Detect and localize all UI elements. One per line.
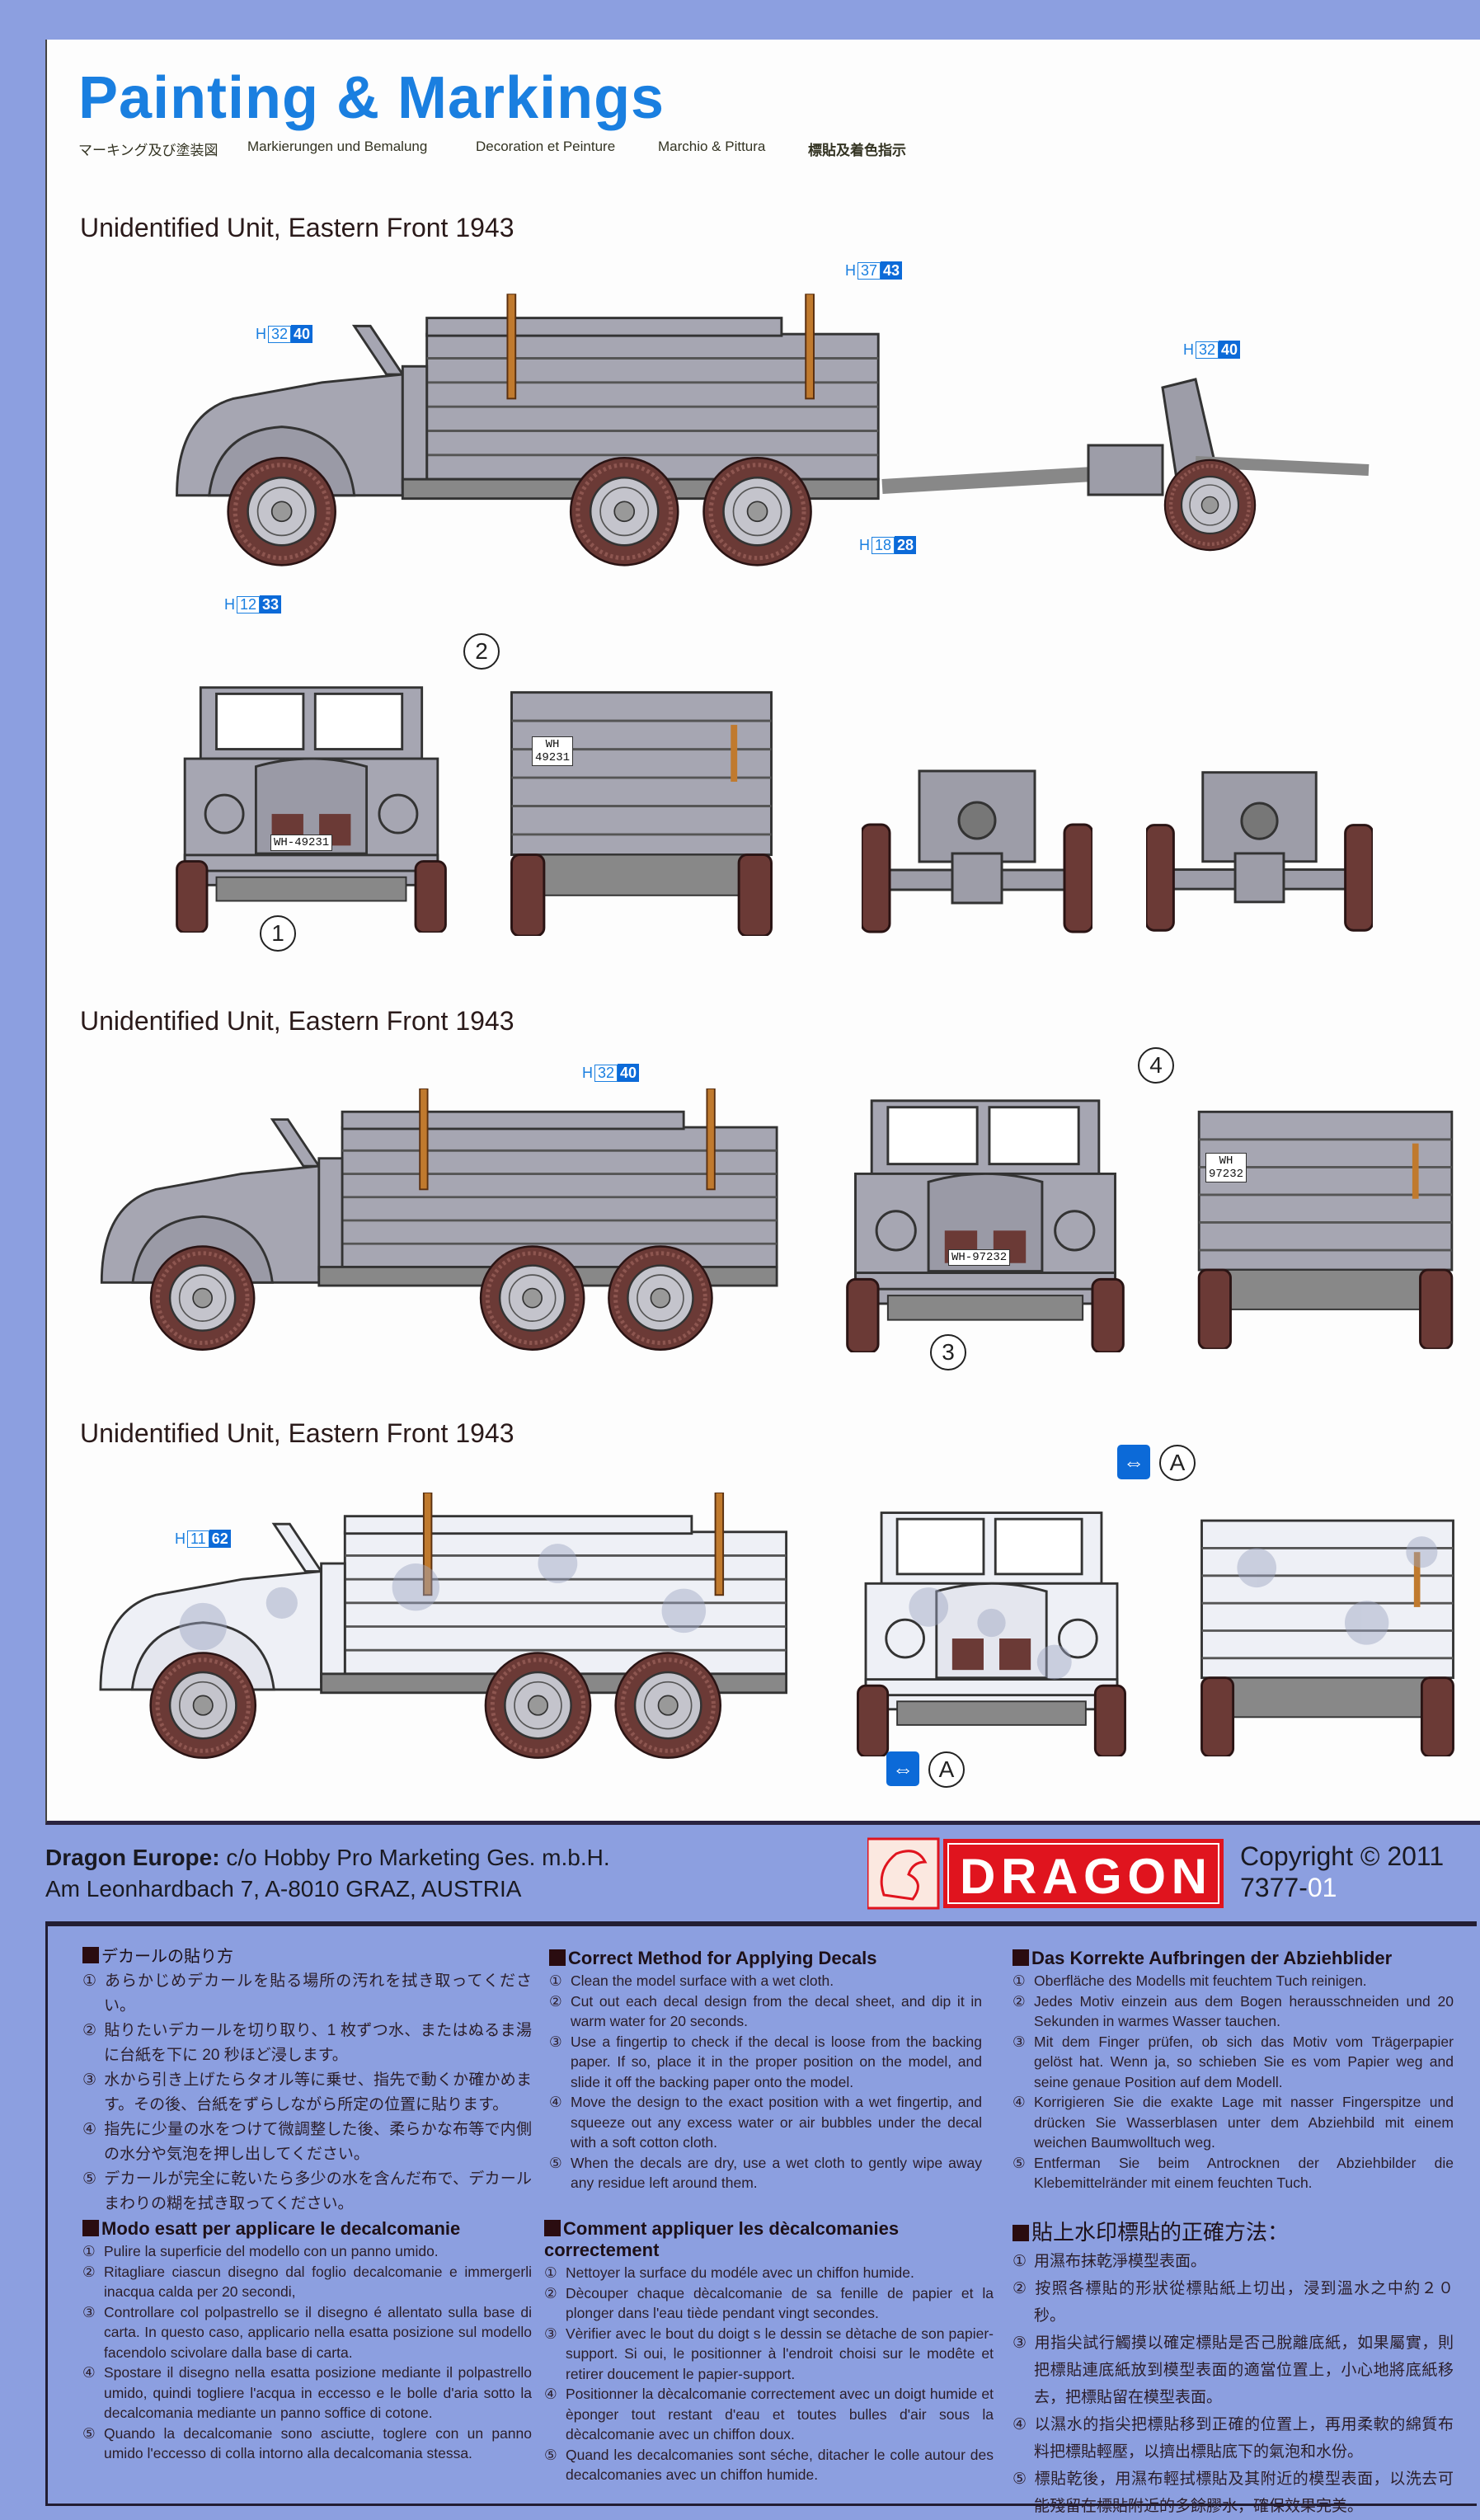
decal-flip-icon: ⇔ <box>886 1751 919 1786</box>
truck-rear-view-1 <box>493 676 790 936</box>
truck-rear-view-2 <box>1183 1093 1468 1352</box>
section-title-2: Unidentified Unit, Eastern Front 1943 <box>80 1006 514 1036</box>
decal-flip-icon: ⇔ <box>1117 1445 1150 1479</box>
truck-rear-view-winter <box>1183 1505 1472 1756</box>
dragon-logo: DRAGON <box>867 1837 1224 1910</box>
license-plate-front-2: WH-97232 <box>948 1249 1011 1266</box>
decal-instructions-box <box>45 1921 1477 2506</box>
copyright: Copyright © 2011 7377-01 <box>1240 1841 1445 1902</box>
subtitle-japanese: マーキング及び塗装図 <box>78 143 218 158</box>
section-title-3: Unidentified Unit, Eastern Front 1943 <box>80 1418 514 1448</box>
decal-marker-1: 1 <box>260 915 296 952</box>
license-plate-front-1: WH-49231 <box>270 835 333 851</box>
subtitle-italian: Marchio & Pittura <box>658 139 766 154</box>
truck-front-view-1 <box>169 676 453 936</box>
distributor-address: Dragon Europe: c/o Hobby Pro Marketing G… <box>45 1845 610 1902</box>
truck-side-view-winter <box>73 1493 806 1761</box>
truck-side-view-2 <box>73 1088 798 1352</box>
subtitle-chinese: 標貼及着色指示 <box>808 143 906 158</box>
subtitle-german: Markierungen und Bemalung <box>247 139 428 154</box>
subtitle-french: Decoration et Peinture <box>476 139 616 154</box>
page-title: Painting & Markings <box>78 65 665 131</box>
gun-side-view <box>881 378 1370 561</box>
gun-rear-view <box>1146 763 1373 936</box>
instructions-french: Comment appliquer les dècalcomanies corr… <box>544 2218 994 2485</box>
decal-marker-4: 4 <box>1138 1047 1174 1084</box>
instructions-german: Das Korrekte Aufbringen der Abziehblider… <box>1013 1948 1454 2193</box>
gun-front-view <box>862 763 1092 936</box>
truck-front-view-winter <box>849 1505 1134 1756</box>
truck-front-view-2 <box>829 1093 1142 1352</box>
decal-marker-a: A <box>1159 1445 1196 1481</box>
decal-marker-3: 3 <box>930 1334 966 1370</box>
decal-marker-a: A <box>928 1751 965 1788</box>
decal-marker-2: 2 <box>463 633 500 670</box>
instructions-italian: Modo esatt per applicare le decalcomanie… <box>82 2218 532 2464</box>
section-title-1: Unidentified Unit, Eastern Front 1943 <box>80 213 514 242</box>
